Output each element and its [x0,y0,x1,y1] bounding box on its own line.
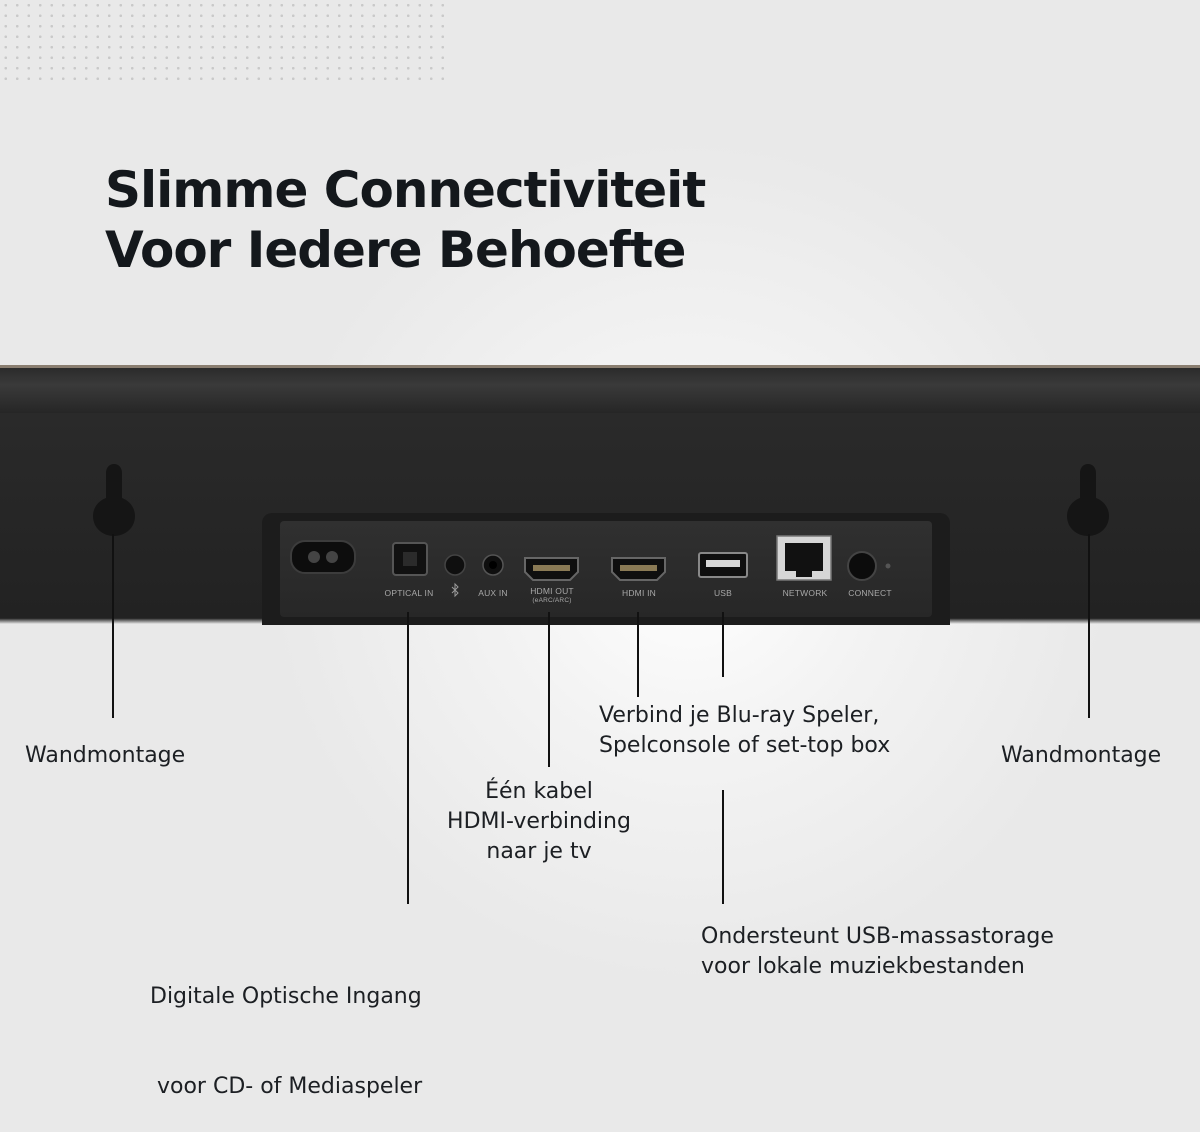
wall-mount-hole-left [93,464,135,536]
power-socket-icon [290,540,356,574]
hdmi-out-label-text: HDMI OUT [530,586,574,596]
hdmi-in-port-icon [611,557,666,581]
leader-line-hdmi-out [548,612,550,767]
bluetooth-button [444,554,466,598]
leader-line-usb-bottom [722,790,724,904]
leader-line-optical [407,612,409,904]
title-line-2: Voor Iedere Behoefte [105,221,686,279]
dot-pattern [0,0,450,85]
callout-wall-mount-right: Wandmontage [1001,743,1162,768]
leader-line-usb-top [722,612,724,677]
callout-hdmi-in: Verbind je Blu-ray Speler, Spelconsole o… [599,701,890,761]
leader-line-hdmi-in [637,612,639,697]
leader-line-wall-right [1088,534,1090,718]
callout-wall-mount-left: Wandmontage [25,743,186,768]
aux-in-label: AUX IN [478,588,508,598]
callout-hdmi-out-line-3: naar je tv [486,839,592,864]
hdmi-out-label: HDMI OUT (eARC/ARC) [520,587,584,605]
hdmi-in-label: HDMI IN [622,588,656,598]
callout-usb-line-2: voor lokale muziekbestanden [701,954,1025,979]
bluetooth-icon [451,582,459,598]
callout-hdmi-out: Één kabel HDMI-verbinding naar je tv [428,777,650,867]
leader-line-wall-left [112,534,114,718]
port-graphics [290,535,891,598]
aux-port-icon [482,554,504,576]
soundbar-top [0,365,1200,416]
network-label: NETWORK [782,588,828,598]
connect-button [847,551,891,581]
hdmi-out-label-sub: (eARC/ARC) [532,597,572,604]
callout-hdmi-in-line-1: Verbind je Blu-ray Speler, [599,703,880,728]
usb-port-icon [698,552,748,578]
page-title: Slimme Connectiviteit Voor Iedere Behoef… [105,160,706,280]
callout-hdmi-in-line-2: Spelconsole of set-top box [599,733,891,758]
usb-label: USB [713,588,733,598]
wall-mount-hole-right [1067,464,1109,536]
callout-hdmi-out-line-2: HDMI-verbinding [447,809,631,834]
callout-usb-line-1: Ondersteunt USB-massastorage [701,924,1054,949]
callout-optical-line-2: voor CD- of Mediaspeler [150,1074,423,1099]
hdmi-out-port-icon [524,557,579,581]
title-line-1: Slimme Connectiviteit [105,161,706,219]
callout-hdmi-out-line-1: Één kabel [485,779,593,804]
callout-usb: Ondersteunt USB-massastorage voor lokale… [701,922,1054,982]
callout-optical-line-1: Digitale Optische Ingang [150,984,422,1009]
callout-optical: Digitale Optische Ingang voor CD- of Med… [150,922,422,1132]
ethernet-port-icon [776,535,832,581]
optical-port-icon [392,542,428,576]
connect-label: CONNECT [848,588,892,598]
optical-in-label: OPTICAL IN [384,588,434,598]
